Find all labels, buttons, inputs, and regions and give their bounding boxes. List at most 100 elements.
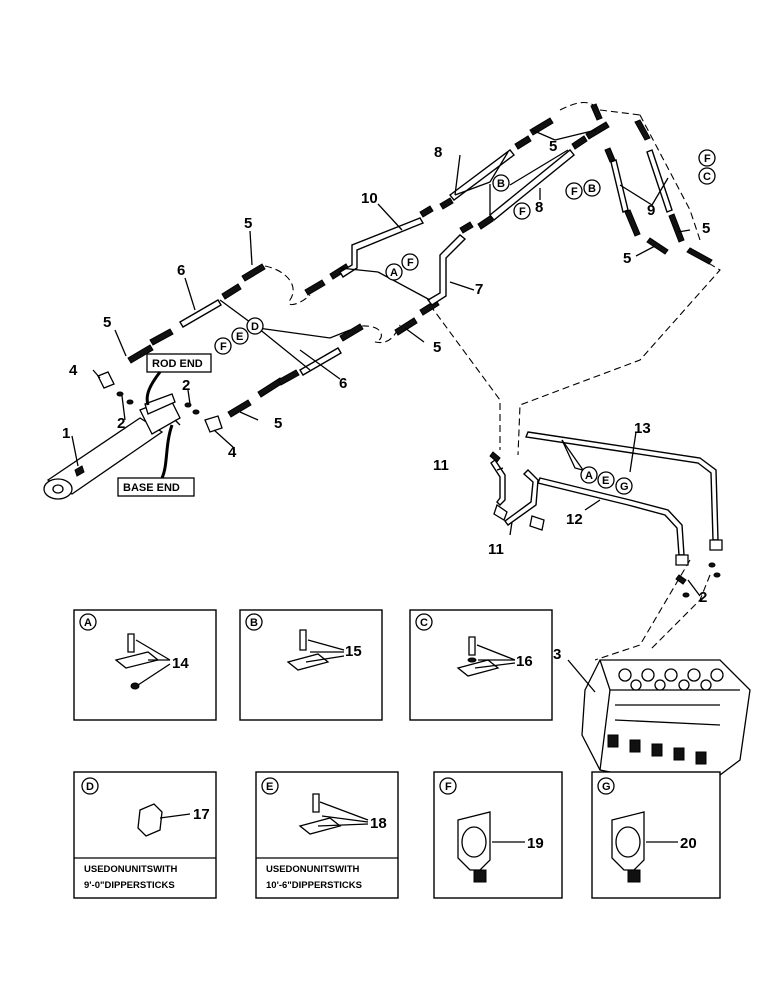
elbow-fitting-4-right — [204, 415, 223, 433]
letter-circles: A F D E F B F F B F C A E G — [214, 149, 716, 495]
fitting-12-end — [675, 554, 689, 585]
callout-5-center: 5 — [433, 339, 441, 356]
hose-5-top — [529, 103, 651, 141]
callout-8-right: 8 — [535, 199, 543, 216]
callout-9: 9 — [647, 202, 655, 219]
tube-11-left — [489, 451, 508, 521]
circle-E-right: E — [597, 471, 615, 489]
tube-8-lower — [477, 135, 588, 230]
svg-text:10'-6"DIPPERSTICKS: 10'-6"DIPPERSTICKS — [266, 880, 362, 891]
svg-text:19: 19 — [527, 835, 544, 852]
base-end-label: BASE END — [117, 477, 195, 497]
detail-box-E: E 18 USEDONUNITSWITH 10'-6"DIPPERSTICKS — [255, 771, 399, 899]
callout-6-upper: 6 — [177, 262, 185, 279]
svg-text:A: A — [84, 617, 92, 629]
control-valve — [581, 659, 751, 791]
callout-3: 3 — [553, 646, 561, 663]
svg-text:B: B — [250, 617, 258, 629]
o-ring-2-right — [184, 402, 200, 415]
callout-5-upper: 5 — [244, 215, 252, 232]
svg-text:G: G — [620, 481, 629, 493]
hose-5-lower-right — [227, 377, 284, 418]
callout-8-left: 8 — [434, 144, 442, 161]
svg-text:14: 14 — [172, 655, 189, 672]
circle-A-center: A — [385, 263, 403, 281]
circle-E-left: E — [231, 327, 249, 345]
circle-F-center-2: F — [513, 202, 531, 220]
svg-text:20: 20 — [680, 835, 697, 852]
circle-G-right: G — [615, 477, 633, 495]
circle-F-top-right: F — [698, 149, 716, 167]
tube-6-upper — [179, 263, 266, 328]
callout-11-left: 11 — [433, 457, 449, 474]
svg-text:B: B — [588, 183, 596, 195]
svg-text:USEDONUNITSWITH: USEDONUNITSWITH — [266, 864, 360, 875]
hydraulic-cylinder — [43, 393, 181, 500]
callout-5-right-lower: 5 — [623, 250, 631, 267]
svg-text:F: F — [445, 781, 452, 793]
o-ring-2-left — [116, 391, 134, 405]
circle-B-right: B — [583, 179, 601, 197]
callout-6-lower: 6 — [339, 375, 347, 392]
callout-4-right: 4 — [228, 444, 237, 461]
elbow-fitting-4-left — [97, 371, 115, 389]
svg-text:G: G — [602, 781, 611, 793]
callout-2-left: 2 — [117, 415, 125, 432]
callout-5-lower: 5 — [274, 415, 282, 432]
hose-5-right — [646, 237, 713, 265]
svg-text:E: E — [602, 475, 609, 487]
svg-text:16: 16 — [516, 653, 533, 670]
svg-text:C: C — [420, 617, 428, 629]
svg-text:F: F — [407, 257, 414, 269]
svg-text:F: F — [704, 153, 711, 165]
callout-12: 12 — [566, 511, 583, 528]
circle-D: D — [246, 317, 264, 335]
tube-8-upper — [439, 135, 532, 210]
callout-11-right: 11 — [488, 541, 504, 558]
circle-A-right: A — [580, 466, 598, 484]
svg-text:BASE END: BASE END — [123, 482, 180, 494]
svg-text:E: E — [236, 331, 243, 343]
callout-13: 13 — [634, 420, 651, 437]
detail-box-C: C 16 — [409, 609, 553, 721]
svg-text:A: A — [390, 267, 398, 279]
svg-text:ROD END: ROD END — [152, 358, 203, 370]
part-numbers: 1 2 4 5 2 4 5 6 5 6 5 10 7 8 8 5 9 5 5 1… — [62, 138, 710, 663]
o-ring-2-valve — [682, 592, 690, 598]
detail-box-D: D 17 USEDONUNITSWITH 9'-0"DIPPERSTICKS — [73, 771, 217, 899]
tube-7 — [426, 221, 474, 306]
tube-12 — [537, 477, 685, 556]
svg-text:D: D — [86, 781, 94, 793]
callout-4-left: 4 — [69, 362, 78, 379]
callout-10: 10 — [361, 190, 378, 207]
circle-F-center: F — [401, 253, 419, 271]
callout-5-top: 5 — [549, 138, 557, 155]
svg-text:F: F — [220, 341, 227, 353]
callout-2-valve: 2 — [699, 589, 707, 606]
tube-10 — [339, 205, 434, 278]
detail-box-B: B 15 — [239, 609, 383, 721]
svg-text:F: F — [571, 186, 578, 198]
svg-text:F: F — [519, 206, 526, 218]
callout-5-left: 5 — [103, 314, 111, 331]
tube-11-right — [504, 469, 545, 531]
detail-box-G: G 20 — [591, 771, 721, 899]
svg-text:15: 15 — [345, 643, 362, 660]
callout-1: 1 — [62, 425, 70, 442]
tube-9-left — [604, 147, 641, 237]
svg-text:D: D — [251, 321, 259, 333]
svg-text:17: 17 — [193, 806, 210, 823]
rod-end-label: ROD END — [146, 353, 212, 373]
detail-box-A: A 14 — [73, 609, 217, 721]
hose-5-lower-left — [127, 328, 174, 364]
circle-C: C — [698, 167, 716, 185]
circle-F-left: F — [214, 337, 232, 355]
circle-F-right: F — [565, 182, 583, 200]
circle-B-center: B — [492, 174, 510, 192]
svg-text:18: 18 — [370, 815, 387, 832]
svg-text:USEDONUNITSWITH: USEDONUNITSWITH — [84, 864, 178, 875]
callout-5-right-upper: 5 — [702, 220, 710, 237]
svg-text:E: E — [266, 781, 273, 793]
callout-7: 7 — [475, 281, 483, 298]
